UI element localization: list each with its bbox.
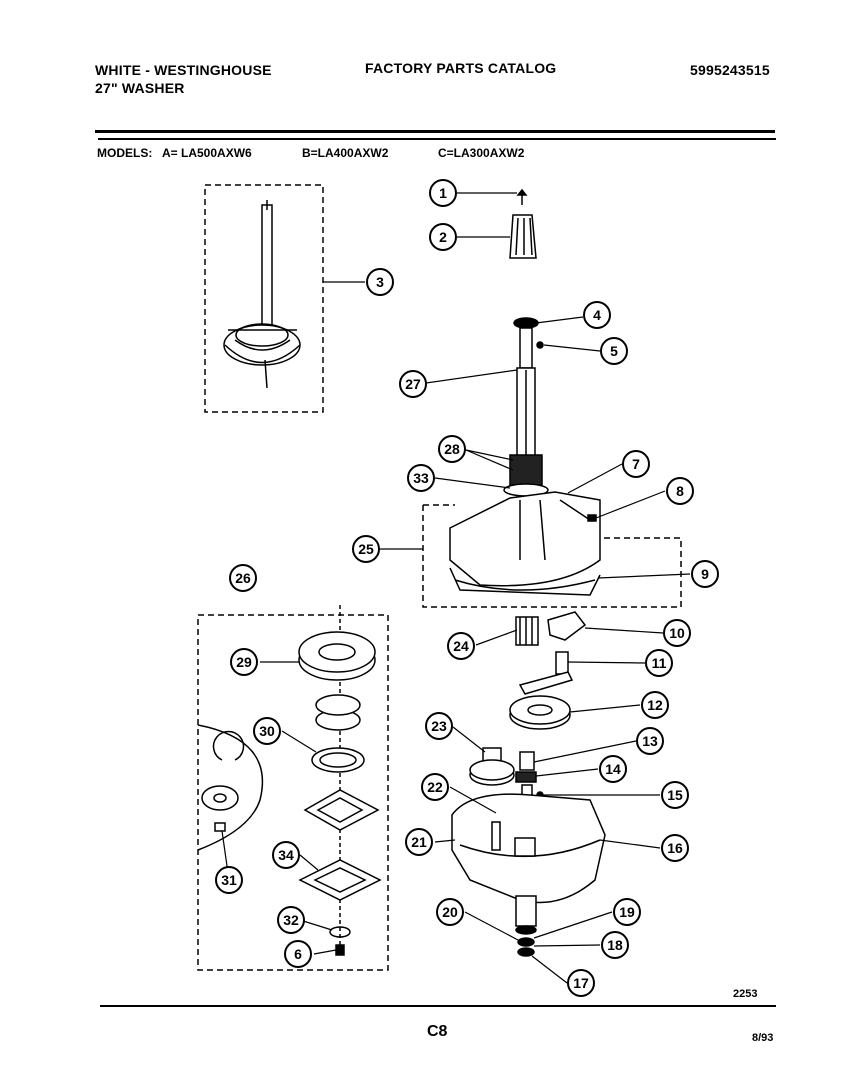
svg-text:19: 19 [619, 904, 635, 920]
callout-3: 3 [366, 268, 394, 296]
assembly-3-box [204, 184, 324, 413]
svg-text:26: 26 [235, 570, 251, 586]
callout-27: 27 [399, 370, 427, 398]
callout-4: 4 [583, 301, 611, 329]
svg-text:10: 10 [669, 625, 685, 641]
svg-text:16: 16 [667, 840, 683, 856]
diagram-code: 2253 [733, 988, 758, 1000]
callout-33: 33 [407, 464, 435, 492]
svg-text:3: 3 [376, 274, 384, 290]
models-label: MODELS: [97, 146, 153, 160]
svg-text:17: 17 [573, 975, 589, 991]
callout-14: 14 [599, 755, 627, 783]
callout-6: 6 [284, 940, 312, 968]
callout-32: 32 [277, 906, 305, 934]
svg-text:7: 7 [632, 456, 640, 472]
callout-12: 12 [641, 691, 669, 719]
svg-text:18: 18 [607, 937, 623, 953]
main-shaft-drawing [503, 317, 549, 497]
callout-25: 25 [352, 535, 380, 563]
callout-9: 9 [691, 560, 719, 588]
svg-text:33: 33 [413, 470, 429, 486]
callout-23: 23 [425, 712, 453, 740]
svg-text:31: 31 [221, 872, 237, 888]
callout-5: 5 [600, 337, 628, 365]
callout-22: 22 [421, 773, 449, 801]
product-title: 27" WASHER [95, 80, 185, 96]
part-1-2-drawing [509, 188, 537, 259]
svg-text:24: 24 [453, 638, 469, 654]
callout-2: 2 [429, 223, 457, 251]
svg-text:15: 15 [667, 787, 683, 803]
part-23-drawing [469, 747, 515, 786]
svg-text:4: 4 [593, 307, 601, 323]
callout-8: 8 [666, 477, 694, 505]
svg-text:13: 13 [642, 733, 658, 749]
callout-34: 34 [272, 841, 300, 869]
callout-21: 21 [405, 828, 433, 856]
model-a: A= LA500AXW6 [162, 146, 252, 160]
callout-31: 31 [215, 866, 243, 894]
svg-text:27: 27 [405, 376, 421, 392]
header-rule-top [95, 130, 775, 133]
svg-text:25: 25 [358, 541, 374, 557]
svg-text:1: 1 [439, 185, 447, 201]
svg-text:8: 8 [676, 483, 684, 499]
header-rule-bottom [98, 138, 776, 140]
svg-text:21: 21 [411, 834, 427, 850]
callout-1: 1 [429, 179, 457, 207]
callout-16: 16 [661, 834, 689, 862]
callout-18: 18 [601, 931, 629, 959]
assembly-25-box [422, 505, 682, 608]
svg-text:22: 22 [427, 779, 443, 795]
callout-30: 30 [253, 717, 281, 745]
leader-lines [221, 192, 691, 984]
callout-20: 20 [436, 898, 464, 926]
svg-text:30: 30 [259, 723, 275, 739]
transmission-cover-drawing [449, 491, 601, 596]
model-c: C=LA300AXW2 [438, 146, 525, 160]
svg-text:9: 9 [701, 566, 709, 582]
callout-circles: 1 2 3 4 5 27 28 33 7 8 25 9 26 24 10 29 … [215, 179, 719, 997]
page-code: C8 [427, 1023, 448, 1040]
svg-text:29: 29 [236, 654, 252, 670]
callout-17: 17 [567, 969, 595, 997]
catalog-title: FACTORY PARTS CATALOG [365, 60, 557, 76]
assembly-26-box [197, 614, 389, 971]
svg-text:34: 34 [278, 847, 294, 863]
callout-7: 7 [622, 450, 650, 478]
svg-text:32: 32 [283, 912, 299, 928]
callout-19: 19 [613, 898, 641, 926]
callout-29: 29 [230, 648, 258, 676]
gear-case-drawing [451, 793, 606, 957]
brand-title: WHITE - WESTINGHOUSE [95, 62, 272, 78]
catalog-number: 5995243515 [690, 62, 770, 78]
svg-text:5: 5 [610, 343, 618, 359]
callout-26: 26 [229, 564, 257, 592]
callout-11: 11 [645, 649, 673, 677]
svg-text:2: 2 [439, 229, 447, 245]
callout-28: 28 [438, 435, 466, 463]
part-3-drawing [223, 200, 301, 389]
svg-text:14: 14 [605, 761, 621, 777]
part-12-drawing [509, 695, 571, 730]
svg-text:11: 11 [652, 655, 667, 671]
svg-text:12: 12 [647, 697, 663, 713]
callout-10: 10 [663, 619, 691, 647]
svg-text:28: 28 [444, 441, 460, 457]
footer-rule [100, 1005, 776, 1007]
seal-assembly-drawing [197, 605, 382, 956]
svg-text:23: 23 [431, 718, 447, 734]
callout-13: 13 [636, 727, 664, 755]
part-11-drawing [518, 651, 574, 695]
svg-text:20: 20 [442, 904, 458, 920]
page-date: 8/93 [752, 1032, 774, 1044]
svg-text:6: 6 [294, 946, 302, 962]
callout-15: 15 [661, 781, 689, 809]
callout-24: 24 [447, 632, 475, 660]
model-b: B=LA400AXW2 [302, 146, 389, 160]
part-24-10-drawing [515, 611, 587, 646]
